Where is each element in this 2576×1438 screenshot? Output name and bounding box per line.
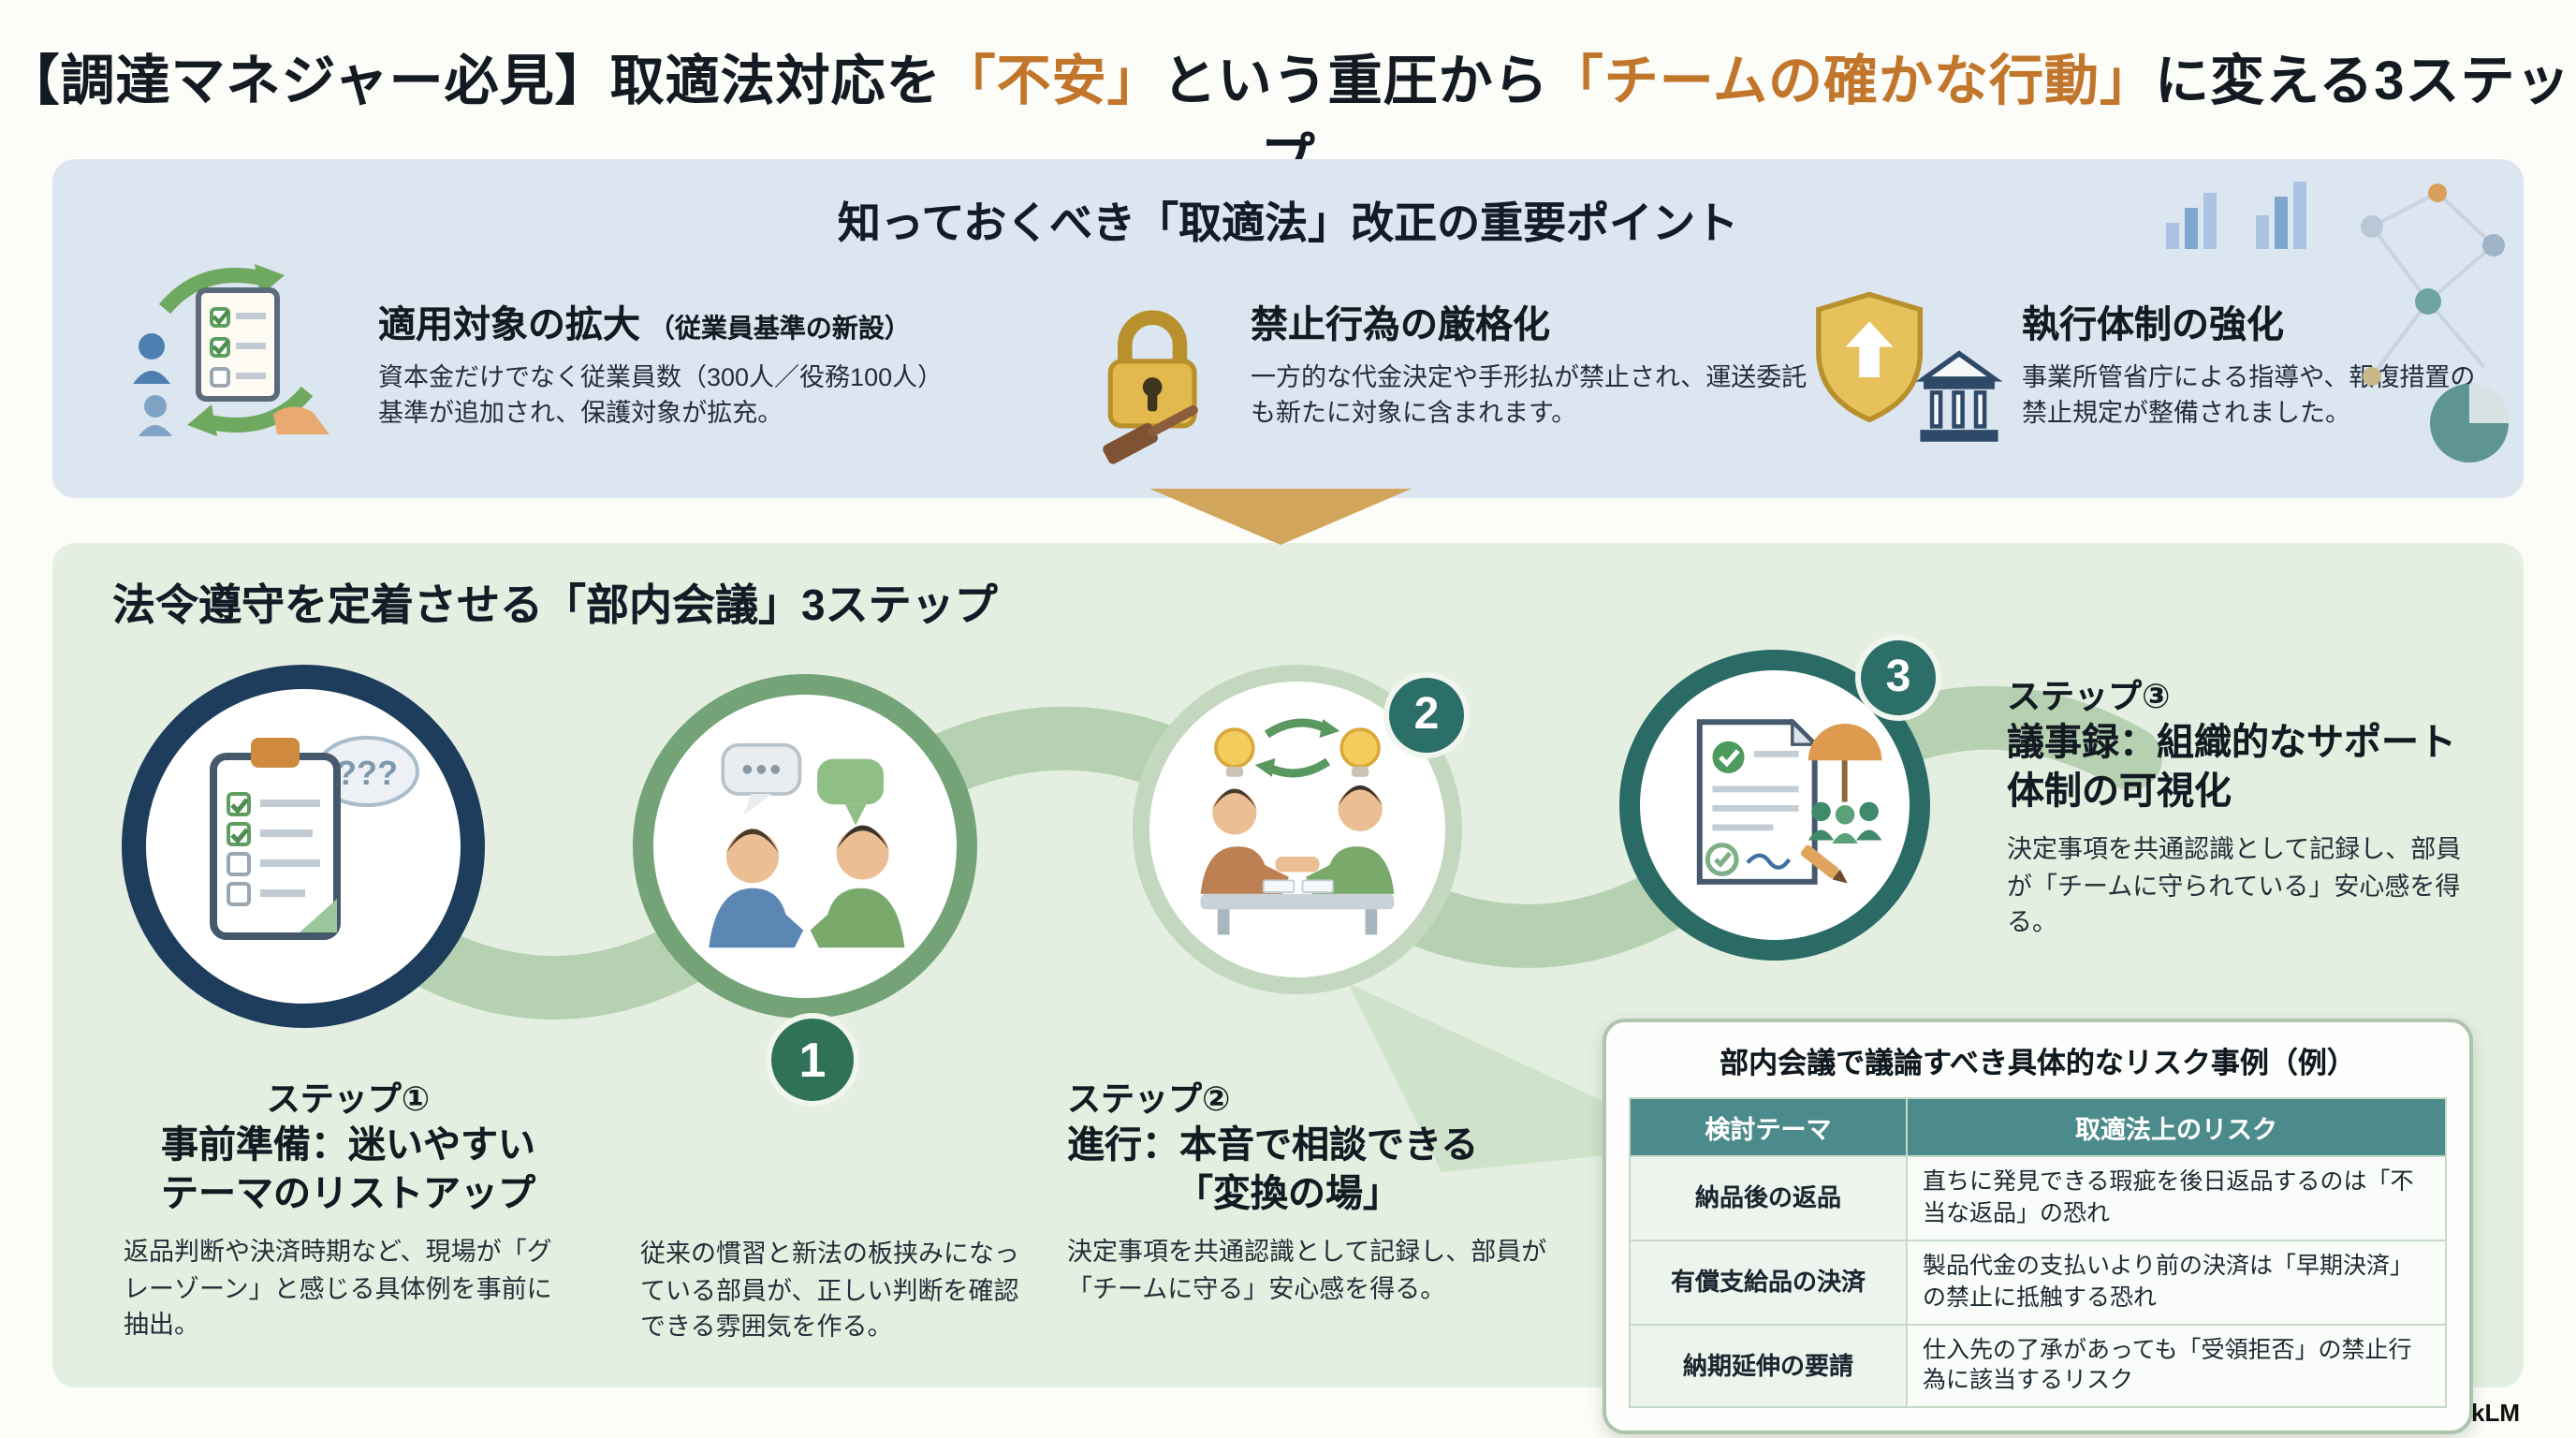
decorative-graphics [2166,182,2509,462]
lock-gavel-icon [1076,286,1230,479]
step1-title: 事前準備：迷いやすい テーマのリストアップ [161,1125,535,1215]
step2-body: 決定事項を共通認識として記録し、部員が「チームに守る」安心感を得る。 [1067,1238,1547,1303]
step2-label: ステップ② [1067,1080,1231,1118]
key-points-panel: 知っておくべき「取適法」改正の重要ポイント [52,159,2524,498]
step3-text-block: ステップ③ 議事録：組織的なサポート 体制の可視化 決定事項を共通認識として記録… [2007,670,2479,941]
handshake-illustration [1200,718,1395,935]
bar-chart-decoration [2166,182,2306,249]
key-point-body: 資本金だけでなく従業員数（300人／役務100人）基準が追加され、保護対象が拡充… [378,363,930,428]
risk-table-header-risk: 取適法上のリスク [1906,1097,2447,1157]
key-point-body: 事業所管省庁による指導や、報復措置の禁止規定が整備されました。 [2022,363,2476,428]
step2-number-badge: 2 [1383,672,1470,758]
step3-number-badge: 3 [1855,635,1941,721]
step2-circle [633,674,977,1019]
down-arrow-connector [1149,489,1412,545]
title-accent-fuan: 「不安」 [941,52,1163,112]
table-row: 有償支給品の決済 製品代金の支払いより前の決済は「早期決済」の禁止に抵触する恐れ [1629,1239,2447,1325]
step3-title: 議事録：組織的なサポート 体制の可視化 [2007,723,2456,813]
step3-body: 決定事項を共通認識として記録し、部員が「チームに守られている」安心感を得る。 [2007,835,2462,937]
risk-row-risk: 仕入先の了承があっても「受領拒否」の禁止行為に該当するリスク [1906,1323,2447,1409]
key-point-expansion: 適用対象の拡大 （従業員基準の新設） 資本金だけでなく従業員数（300人／役務1… [378,294,977,432]
steps-heading: 法令遵守を定着させる「部内会議」3ステップ [112,580,998,629]
risk-table-header-theme: 検討テーマ [1629,1097,1908,1157]
network-decoration [2361,183,2505,386]
key-points-heading: 知っておくべき「取適法」改正の重要ポイント [837,198,1739,247]
pie-chart-decoration [2430,384,2509,462]
page-title: 【調達マネジャー必見】取適法対応を「不安」という重圧から「チームの確かな行動」に… [0,37,2576,195]
step1-text-block: ステップ① 事前準備：迷いやすい テーマのリストアップ 返品判断や決済時期など、… [124,1073,573,1343]
svg-text:???: ??? [336,754,398,792]
step1-number-badge: 1 [766,1013,859,1107]
step2-title: 進行：本音で相談できる 「変換の場」 [1067,1125,1479,1215]
risk-row-theme: 有償支給品の決済 [1629,1239,1908,1325]
risk-row-risk: 直ちに発見できる瑕疵を後日返品するのは「不当な返品」の恐れ [1906,1155,2447,1241]
key-point-title: 禁止行為の厳格化 [1251,305,1550,346]
step1-body: 返品判断や決済時期など、現場が「グレーゾーン」と感じる具体例を事前に抽出。 [124,1238,552,1340]
title-segment: という重圧から [1162,52,1549,112]
key-point-prohibition: 禁止行為の厳格化 一方的な代金決定や手形払が禁止され、運送委託も新たに対象に含ま… [1251,294,1868,432]
risk-row-risk: 製品代金の支払いより前の決済は「早期決済」の禁止に抵触する恐れ [1906,1239,2447,1325]
step1-circle: ??? [122,665,485,1028]
key-point-body: 一方的な代金決定や手形払が禁止され、運送委託も新たに対象に含まれます。 [1251,363,1808,428]
risk-row-theme: 納品後の返品 [1629,1155,1908,1241]
key-point-enforcement: 執行体制の強化 事業所管省庁による指導や、報復措置の禁止規定が整備されました。 [2022,294,2524,432]
discussion-illustration [709,742,905,948]
shield-enforcement-icon [1808,279,2003,468]
title-segment: 【調達マネジャー必見】取適法対応を [5,52,942,112]
risk-table: 検討テーマ 取適法上のリスク 納品後の返品 直ちに発見できる瑕疵を後日返品するの… [1629,1097,2447,1409]
table-row: 納品後の返品 直ちに発見できる瑕疵を後日返品するのは「不当な返品」の恐れ [1629,1155,2447,1241]
step3-label: ステップ③ [2007,678,2171,715]
checklist-illustration: ??? [210,736,419,940]
title-accent-action: 「チームの確かな行動」 [1548,52,2155,112]
table-row: 納期延伸の要請 仕入先の了承があっても「受領拒否」の禁止行為に該当するリスク [1629,1323,2447,1409]
risk-examples-box: 部内会議で議論すべき具体的なリスク事例（例） 検討テーマ 取適法上のリスク 納品… [1603,1019,2473,1435]
key-point-title-note: （従業員基準の新設） [648,313,911,343]
risk-row-theme: 納期延伸の要請 [1629,1323,1908,1409]
steps-panel: 法令遵守を定着させる「部内会議」3ステップ ??? [52,543,2524,1435]
risk-table-title: 部内会議で議論すべき具体的なリスク事例（例） [1720,1049,2356,1080]
step2-text-block: ステップ② 進行：本音で相談できる 「変換の場」 決定事項を共通認識として記録し… [1067,1073,1558,1307]
step2-side-note: 従来の慣習と新法の板挟みになっている部員が、正しい判断を確認できる雰囲気を作る。 [640,1240,1019,1342]
key-point-title: 執行体制の強化 [2022,305,2284,346]
audience-expansion-icon [124,247,348,466]
step1-label: ステップ① [266,1080,431,1118]
minutes-support-illustration [1696,718,1882,885]
key-point-title: 適用対象の拡大 [378,305,640,346]
